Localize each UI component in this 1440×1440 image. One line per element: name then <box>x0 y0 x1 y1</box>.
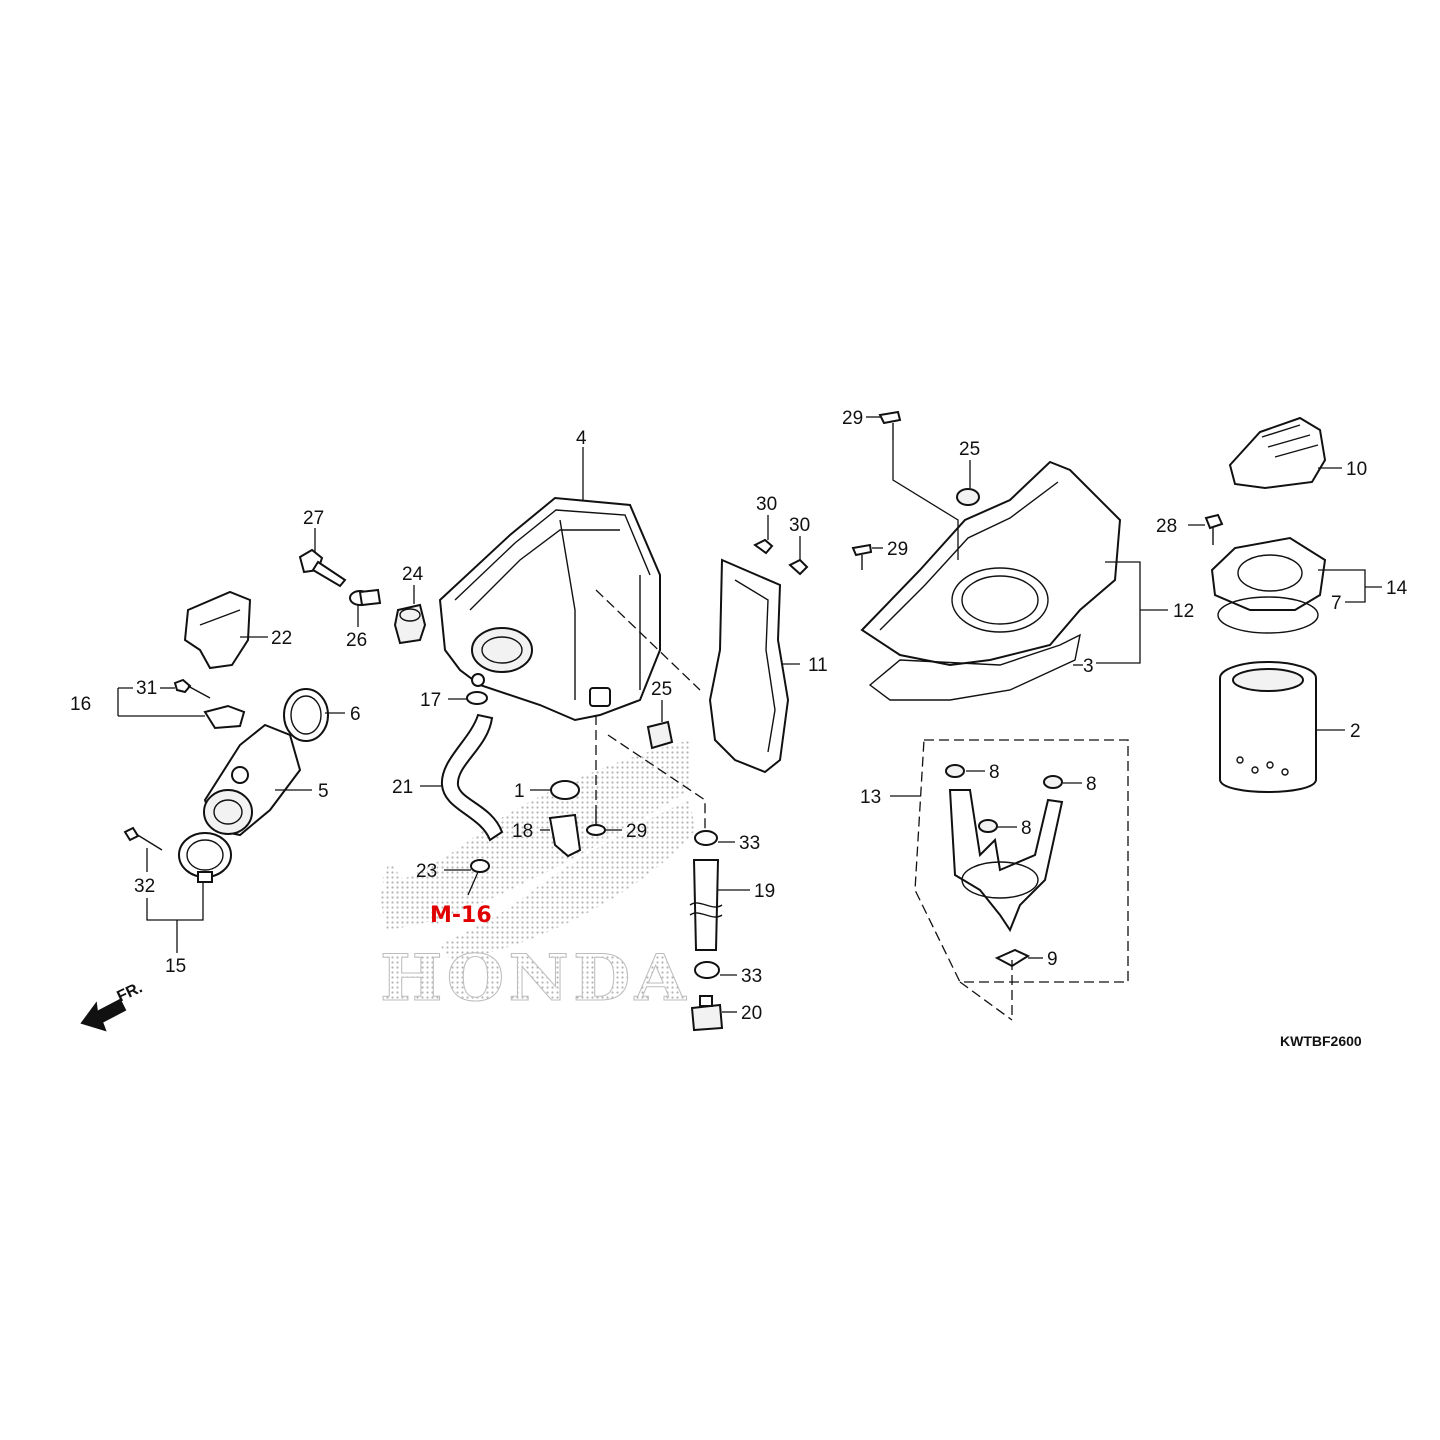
callout-20: 20 <box>741 1003 762 1024</box>
callout-9: 9 <box>1047 949 1058 970</box>
callout-13: 13 <box>860 787 881 808</box>
holder-14-part <box>1210 536 1327 611</box>
bolt-27-part <box>298 548 347 588</box>
callout-33-lower: 33 <box>741 966 762 987</box>
band-15-part <box>178 832 232 883</box>
callout-29-top: 29 <box>842 408 863 429</box>
screw-30-right-part <box>788 558 809 576</box>
callout-25-right: 25 <box>959 439 980 460</box>
connecting-tube-5-part <box>203 723 302 837</box>
filter-element-2-part <box>1219 661 1317 793</box>
drain-tube-21-part <box>440 713 504 842</box>
drawing-code-label: KWTBF2600 <box>1280 1033 1362 1049</box>
clip-17-part <box>466 691 488 705</box>
stay-13-part <box>948 789 1064 933</box>
cover-12-part <box>860 460 1122 667</box>
callout-29-mid: 29 <box>887 539 908 560</box>
callout-21: 21 <box>392 777 413 798</box>
honda-wing-watermark: HONDA <box>380 740 695 1017</box>
clip-23-part <box>470 859 490 873</box>
callout-12: 12 <box>1173 601 1194 622</box>
callout-10: 10 <box>1346 459 1367 480</box>
plug-20-part <box>690 995 724 1032</box>
clamp-33-lower-part <box>694 961 720 979</box>
callout-17: 17 <box>420 690 441 711</box>
reference-code-label: M-16 <box>430 903 492 928</box>
bolt-32-part <box>123 826 163 851</box>
callout-22: 22 <box>271 628 292 649</box>
clamp-16-part <box>203 704 246 730</box>
callout-2: 2 <box>1350 721 1361 742</box>
screw-28-part <box>1204 513 1224 545</box>
callout-23: 23 <box>416 861 437 882</box>
element-cover-10-part <box>1228 416 1327 490</box>
callout-8-c: 8 <box>1021 818 1032 839</box>
air-cleaner-case-part <box>438 496 661 722</box>
dashed-relation-lines <box>595 589 1129 1021</box>
clamp-33-upper-part <box>694 830 718 846</box>
grommet-25-right-part <box>956 488 980 506</box>
callout-8-a: 8 <box>989 762 1000 783</box>
tube-19-part <box>689 859 723 951</box>
collar-26-part <box>349 588 382 607</box>
nut-8-c-part <box>978 819 998 833</box>
seal-3-part <box>868 633 1081 701</box>
callout-5: 5 <box>318 781 329 802</box>
band-6-part <box>283 688 329 742</box>
grommet-24-part <box>393 603 427 645</box>
callout-15: 15 <box>165 956 186 977</box>
leader-lines <box>117 416 1382 1013</box>
callout-32: 32 <box>134 876 155 897</box>
callout-30-left: 30 <box>756 494 777 515</box>
seal-7-part <box>1217 596 1319 634</box>
callout-11: 11 <box>808 655 828 676</box>
callout-3: 3 <box>1083 656 1094 677</box>
callout-28: 28 <box>1156 516 1177 537</box>
screw-29-lower-part <box>586 810 606 836</box>
front-direction-label: FR. <box>115 979 146 1005</box>
callout-31: 31 <box>136 678 157 699</box>
nut-8-b-part <box>1043 775 1063 789</box>
screw-30-left-part <box>753 538 774 555</box>
callout-26: 26 <box>346 630 367 651</box>
callout-18: 18 <box>512 821 533 842</box>
callout-8-b: 8 <box>1086 774 1097 795</box>
callout-29-lower: 29 <box>626 821 647 842</box>
screw-29-top-part <box>878 410 902 440</box>
seal-9-part <box>994 948 1031 968</box>
callout-30-right: 30 <box>789 515 810 536</box>
front-direction-arrow: FR. <box>80 979 146 1032</box>
screw-31-part <box>173 678 211 699</box>
callout-25-left: 25 <box>651 679 672 700</box>
bracket-18-part <box>548 813 582 858</box>
nut-8-a-part <box>945 764 965 778</box>
callout-labels: 4 27 24 26 22 31 16 6 5 32 15 17 21 1 18… <box>70 408 1408 1024</box>
callout-33-upper: 33 <box>739 833 760 854</box>
callout-7: 7 <box>1331 593 1342 614</box>
grommet-25-left-part <box>646 720 674 750</box>
honda-watermark-text: HONDA <box>380 941 690 1016</box>
callout-1: 1 <box>514 781 525 802</box>
callout-24: 24 <box>402 564 424 585</box>
callout-16: 16 <box>70 694 91 715</box>
clamp-1-part <box>550 780 580 800</box>
duct-11-part <box>708 558 790 774</box>
callout-27: 27 <box>303 508 324 529</box>
cap-22-part <box>183 590 252 670</box>
callout-6: 6 <box>350 704 361 725</box>
callout-4: 4 <box>576 428 587 449</box>
callout-19: 19 <box>754 881 775 902</box>
callout-14: 14 <box>1386 578 1408 599</box>
screw-29-mid-part <box>851 543 873 570</box>
